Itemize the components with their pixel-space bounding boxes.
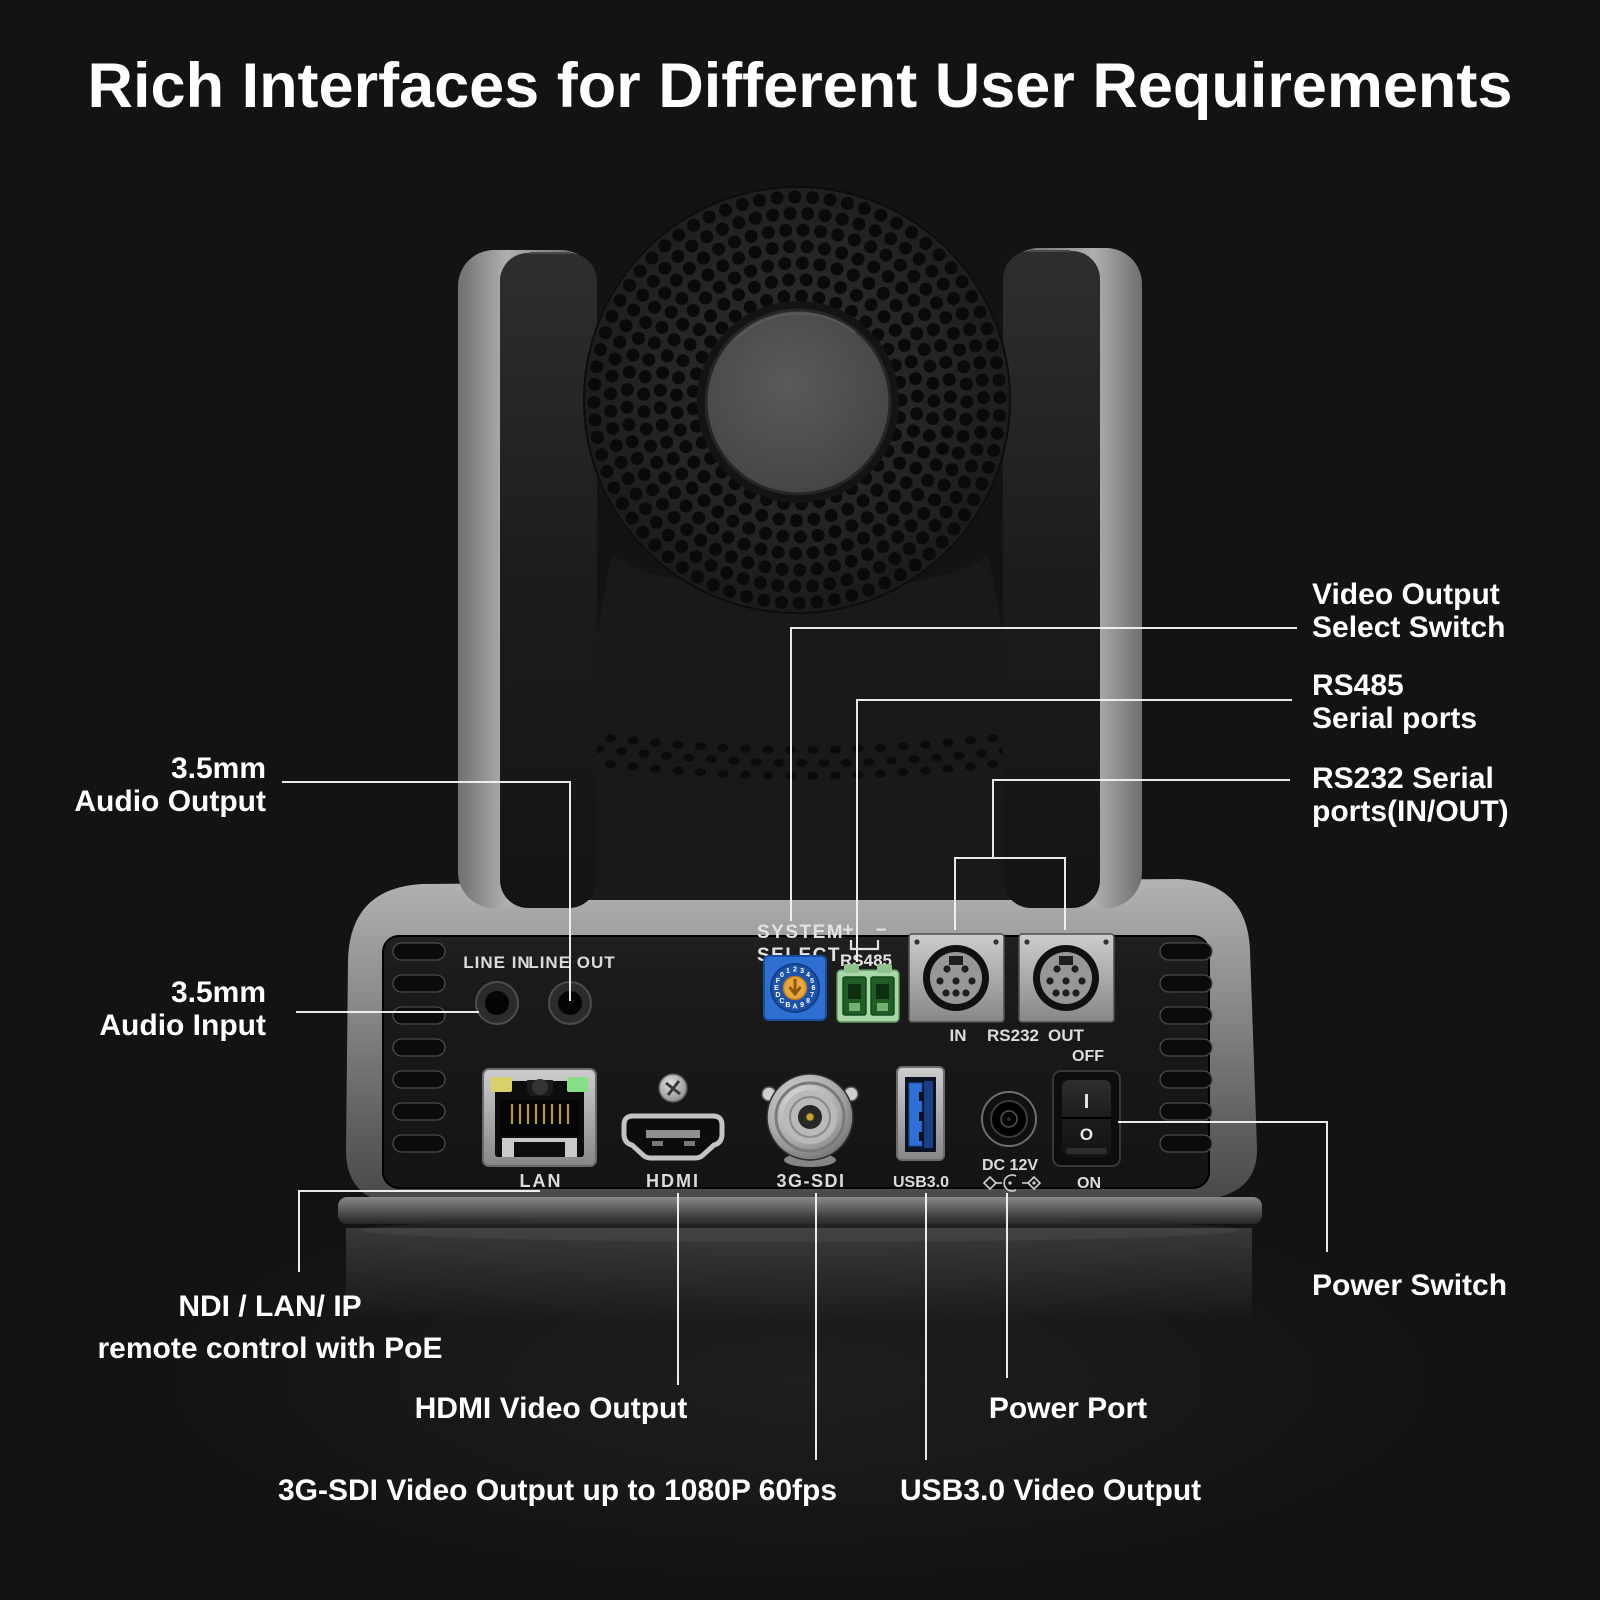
svg-text:0: 0 xyxy=(780,972,784,979)
line-out-label: LINE OUT xyxy=(528,953,615,972)
leader-lines xyxy=(282,627,1328,1460)
svg-text:3: 3 xyxy=(800,968,804,975)
svg-text:B: B xyxy=(785,1002,790,1009)
callout-audio-output: 3.5mm Audio Output xyxy=(74,752,266,818)
callout-rs232-line2: ports(IN/OUT) xyxy=(1312,795,1509,828)
callout-rs485-line2: Serial ports xyxy=(1312,702,1478,735)
svg-text:7: 7 xyxy=(810,992,814,999)
sdi-port xyxy=(761,1073,859,1167)
svg-text:1: 1 xyxy=(786,968,790,975)
page-title: Rich Interfaces for Different User Requi… xyxy=(87,51,1513,121)
rs232-in-port xyxy=(908,933,1005,1023)
base-bottom-lip xyxy=(338,1197,1262,1224)
rs232-in-label: IN xyxy=(950,1026,967,1045)
camera-neck xyxy=(560,555,1040,900)
svg-text:E: E xyxy=(774,985,779,992)
callout-rs232-line1: RS232 Serial xyxy=(1312,762,1494,795)
callout-video-select-line1: Video Output xyxy=(1312,578,1500,611)
svg-text:D: D xyxy=(775,992,780,999)
callout-audio-output-line1: 3.5mm xyxy=(170,752,266,785)
callout-audio-output-line2: Audio Output xyxy=(74,785,266,818)
usb-port xyxy=(896,1066,945,1161)
lan-led-green xyxy=(567,1077,588,1092)
line-in-jack xyxy=(475,981,519,1025)
leader-rs232 xyxy=(992,779,1290,858)
svg-text:4: 4 xyxy=(806,972,810,979)
callout-hdmi: HDMI Video Output xyxy=(414,1392,688,1425)
head-center-disc xyxy=(704,308,892,496)
leader-rs485 xyxy=(856,699,1292,962)
callout-rs485-line1: RS485 xyxy=(1312,669,1404,702)
left-arm xyxy=(458,250,597,908)
svg-text:8: 8 xyxy=(806,998,810,1005)
callout-power-port: Power Port xyxy=(988,1392,1148,1425)
leader-video-select xyxy=(790,627,1297,921)
usb-label: USB3.0 xyxy=(893,1174,949,1191)
callout-power-switch: Power Switch xyxy=(1312,1269,1508,1302)
svg-text:F: F xyxy=(776,978,781,985)
plus-sign: + xyxy=(842,920,853,941)
sdi-label: 3G-SDI xyxy=(776,1171,845,1191)
leader-ndi xyxy=(298,1190,540,1272)
svg-text:2: 2 xyxy=(793,967,797,974)
callout-audio-input-line2: Audio Input xyxy=(99,1009,266,1042)
lan-led-yellow xyxy=(491,1077,512,1092)
callout-rs485: RS485 Serial ports xyxy=(1312,669,1477,735)
camera-head xyxy=(583,186,1011,614)
ports: LINE IN LINE OUT SYSTEM SELECT 012345678… xyxy=(463,920,1121,1192)
polarity-icon xyxy=(982,1174,1042,1192)
svg-text:A: A xyxy=(792,1004,797,1011)
callout-ndi: NDI / LAN/ IP remote control with PoE xyxy=(60,1286,480,1370)
minus-sign: − xyxy=(875,920,886,941)
svg-text:5: 5 xyxy=(810,978,814,985)
rs232-out-label: OUT xyxy=(1048,1026,1085,1045)
rs485-polarity: + − xyxy=(842,920,887,951)
svg-text:9: 9 xyxy=(800,1002,804,1009)
callout-video-select: Video Output Select Switch xyxy=(1312,578,1505,644)
callout-ndi-line1: NDI / LAN/ IP xyxy=(178,1290,362,1323)
callout-video-select-line2: Select Switch xyxy=(1312,611,1506,644)
power-switch-rocker: I O xyxy=(1052,1070,1121,1167)
on-label: ON xyxy=(1077,1175,1101,1192)
callout-rs232: RS232 Serial ports(IN/OUT) xyxy=(1312,762,1509,828)
leader-rs232-branch xyxy=(954,857,1066,930)
system-label-line1: SYSTEM xyxy=(757,922,844,943)
right-arm xyxy=(1003,248,1142,908)
rs485-terminal-block xyxy=(836,964,900,1023)
switch-i-glyph: I xyxy=(1084,1091,1090,1113)
rs232-label: RS232 xyxy=(987,1026,1039,1045)
switch-o-glyph: O xyxy=(1080,1125,1093,1144)
dc-label: DC 12V xyxy=(982,1157,1038,1174)
svg-text:6: 6 xyxy=(812,985,816,992)
lan-label: LAN xyxy=(520,1171,563,1191)
callout-ndi-line2: remote control with PoE xyxy=(97,1332,443,1365)
svg-text:C: C xyxy=(779,998,784,1005)
callout-audio-input: 3.5mm Audio Input xyxy=(99,976,266,1042)
leader-power-switch xyxy=(1118,1121,1328,1252)
off-label: OFF xyxy=(1072,1048,1104,1065)
bracket-arms xyxy=(458,248,1142,908)
callout-usb: USB3.0 Video Output xyxy=(900,1474,1202,1507)
line-out-jack xyxy=(548,981,592,1025)
hdmi-port xyxy=(621,1073,725,1161)
rs232-out-port xyxy=(1018,933,1115,1023)
line-in-label: LINE IN xyxy=(463,953,530,972)
hdmi-label: HDMI xyxy=(646,1171,700,1191)
callout-sdi: 3G-SDI Video Output up to 1080P 60fps xyxy=(278,1474,837,1507)
leader-audio-output xyxy=(282,781,571,1001)
power-port-jack xyxy=(981,1091,1037,1147)
callout-audio-input-line1: 3.5mm xyxy=(170,976,266,1009)
reflection xyxy=(346,1218,1252,1323)
lan-port xyxy=(482,1068,597,1167)
